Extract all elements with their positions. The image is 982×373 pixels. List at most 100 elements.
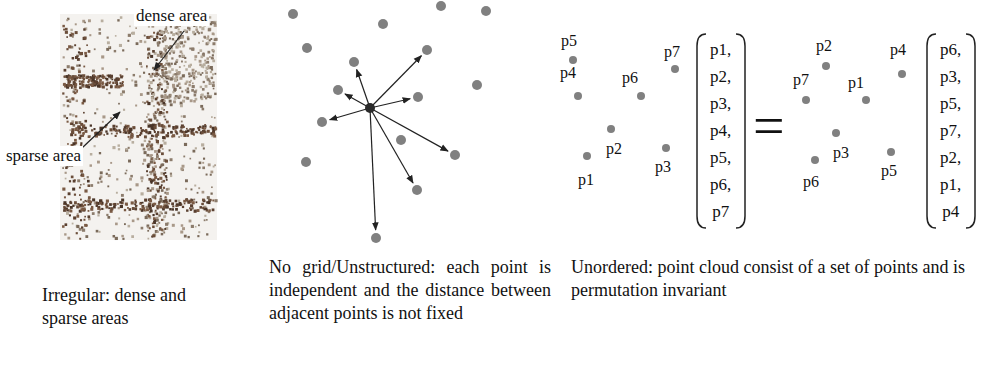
cloud-point <box>174 97 177 100</box>
point-dot <box>862 96 870 104</box>
cloud-point <box>152 93 155 96</box>
cloud-point <box>200 74 202 76</box>
cloud-point <box>144 102 146 104</box>
cloud-point <box>65 223 68 226</box>
cloud-point <box>154 131 156 133</box>
cloud-point <box>161 152 164 155</box>
cloud-point <box>164 68 166 70</box>
cloud-point <box>201 64 204 67</box>
cloud-point <box>182 55 184 57</box>
cloud-point <box>101 208 103 210</box>
cloud-point <box>198 32 200 34</box>
cloud-point <box>176 133 178 135</box>
cloud-point <box>190 188 192 190</box>
cloud-point <box>101 67 103 69</box>
unstructured-points <box>288 1 491 243</box>
cloud-point <box>176 59 178 61</box>
cloud-point <box>79 86 82 89</box>
cloud-point <box>166 86 168 88</box>
cloud-point <box>157 190 160 193</box>
cloud-point <box>185 83 187 85</box>
cloud-point <box>149 141 151 143</box>
cloud-point <box>64 69 67 72</box>
cloud-point <box>84 189 87 192</box>
cloud-point <box>107 216 110 219</box>
cloud-point <box>117 19 119 21</box>
cloud-point <box>101 81 104 84</box>
cloud-point <box>78 51 80 53</box>
cloud-point <box>185 179 188 182</box>
cloud-point <box>77 179 80 182</box>
cloud-point <box>155 194 157 196</box>
cloud-point <box>194 58 196 60</box>
cloud-point <box>213 50 215 52</box>
cloud-point <box>80 184 82 186</box>
area-label: sparse area <box>4 146 83 166</box>
cloud-point <box>128 225 131 228</box>
leader-arrow <box>82 112 120 148</box>
cloud-point <box>179 130 181 132</box>
cloud-point <box>161 213 163 215</box>
cloud-point <box>156 225 158 227</box>
cloud-point <box>66 117 68 119</box>
cloud-point <box>173 100 176 103</box>
cloud-point <box>106 88 108 90</box>
cloud-point <box>165 205 167 207</box>
cloud-point <box>82 84 85 87</box>
cloud-point <box>184 57 186 59</box>
cloud-point <box>168 70 171 73</box>
cloud-point <box>125 131 127 133</box>
cloud-point <box>215 199 218 202</box>
cloud-point <box>151 100 153 102</box>
cloud-point <box>147 226 149 228</box>
cloud-point <box>161 95 164 98</box>
cloud-point <box>84 209 86 211</box>
cloud-point <box>158 73 160 75</box>
cloud-point <box>131 79 133 81</box>
point-label: p1 <box>848 73 864 92</box>
cloud-point <box>196 26 198 28</box>
cloud-point <box>198 42 200 44</box>
cloud-point <box>105 130 107 132</box>
cloud-point <box>172 38 174 40</box>
point-label: p3 <box>833 143 849 162</box>
cloud-point <box>175 126 178 129</box>
cloud-point <box>85 84 87 86</box>
cloud-point <box>208 209 211 212</box>
cloud-point <box>169 100 172 103</box>
cloud-point <box>166 179 168 181</box>
cloud-point <box>204 219 206 221</box>
cloud-point <box>66 36 68 38</box>
cloud-point <box>78 70 81 73</box>
point-sets <box>569 34 975 228</box>
cloud-point <box>167 32 169 34</box>
cloud-point <box>205 76 208 79</box>
cloud-point <box>183 96 185 98</box>
cloud-point <box>158 74 160 76</box>
cloud-point <box>132 32 135 35</box>
cloud-point <box>76 100 78 102</box>
point-dot <box>288 9 298 19</box>
cloud-point <box>193 150 196 153</box>
cloud-point <box>142 163 144 165</box>
cloud-point <box>164 96 167 99</box>
cloud-point <box>155 72 158 75</box>
cloud-point <box>74 139 77 142</box>
cloud-point <box>100 181 102 183</box>
cloud-point <box>79 48 81 50</box>
cloud-point <box>210 125 212 127</box>
point-label: p6 <box>803 172 819 191</box>
cloud-point <box>115 85 118 88</box>
cloud-point <box>71 87 73 89</box>
cloud-point <box>167 132 169 134</box>
cloud-point <box>147 123 149 125</box>
cloud-point <box>124 209 126 211</box>
cloud-point <box>117 130 119 132</box>
cloud-point <box>187 87 189 89</box>
cloud-point <box>147 102 150 105</box>
cloud-point <box>159 205 162 208</box>
cloud-point <box>120 205 123 208</box>
cloud-point <box>116 126 118 128</box>
cloud-point <box>163 47 166 50</box>
cloud-point <box>209 80 211 82</box>
